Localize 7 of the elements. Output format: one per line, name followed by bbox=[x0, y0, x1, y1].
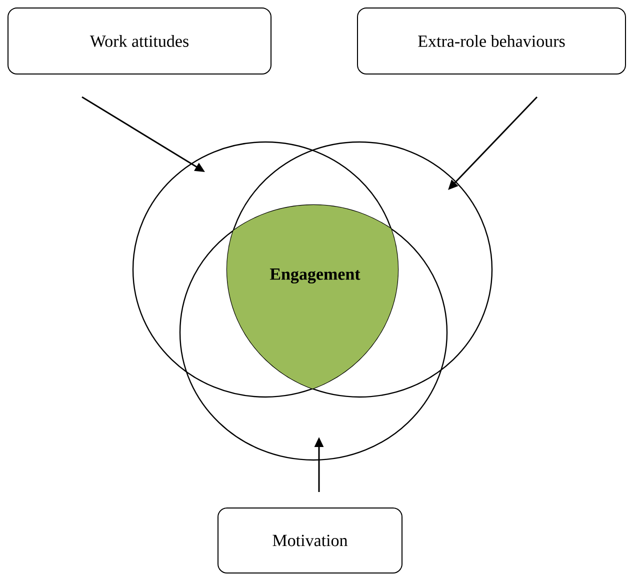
circle-outline bbox=[179, 204, 448, 461]
rounded-box: Extra-role behaviours bbox=[357, 8, 626, 74]
rounded-box: Work attitudes bbox=[8, 8, 272, 74]
engagement-region: Engagement bbox=[270, 268, 360, 284]
circle-outline bbox=[132, 141, 399, 398]
circle-outline bbox=[226, 141, 493, 398]
rounded-box: Motivation bbox=[218, 508, 402, 574]
